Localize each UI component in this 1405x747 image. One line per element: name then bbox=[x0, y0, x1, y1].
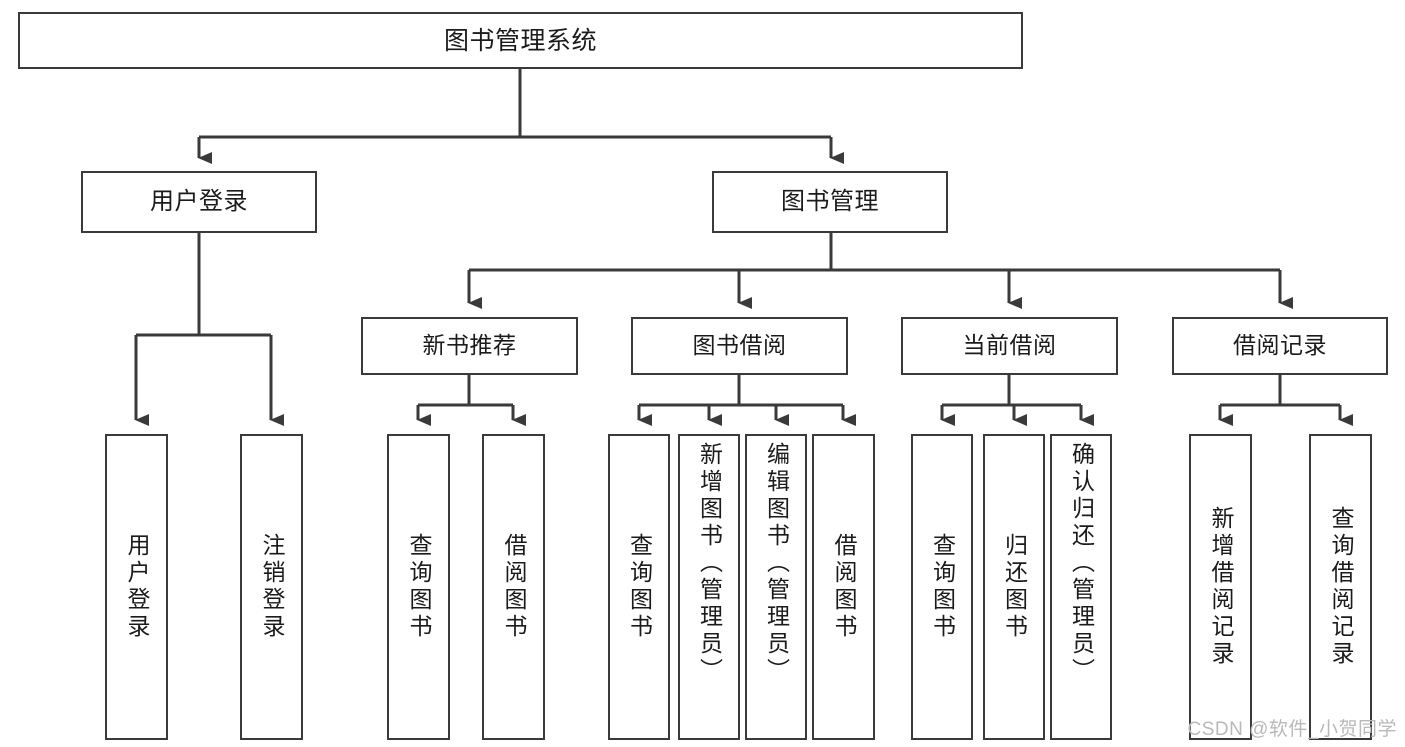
watermark-text: CSDN @软件_小贺同学 bbox=[1187, 719, 1397, 740]
leaf-query-record-inner: 查询借阅记录 bbox=[1311, 436, 1370, 738]
leaf-add-book[interactable]: 新增图书（管理员） bbox=[678, 434, 740, 740]
leaf-borrow-book-2-inner: 借阅图书 bbox=[814, 436, 873, 738]
node-current-borrow[interactable]: 当前借阅 bbox=[901, 317, 1118, 375]
leaf-user-login-inner: 用户登录 bbox=[107, 436, 166, 738]
node-borrow-record[interactable]: 借阅记录 bbox=[1172, 317, 1388, 375]
node-new-book-rec-label: 新书推荐 bbox=[422, 332, 517, 359]
leaf-edit-book-label: 编辑图书（管理员） bbox=[763, 442, 790, 685]
leaf-add-record-label: 新增借阅记录 bbox=[1208, 506, 1234, 668]
leaf-query-record[interactable]: 查询借阅记录 bbox=[1309, 434, 1372, 740]
node-user-login[interactable]: 用户登录 bbox=[81, 171, 317, 233]
leaf-borrow-book-1-inner: 借阅图书 bbox=[484, 436, 543, 738]
leaf-borrow-book-1-label: 借阅图书 bbox=[501, 533, 527, 641]
leaf-query-record-label: 查询借阅记录 bbox=[1328, 506, 1354, 668]
node-book-borrow-label: 图书借阅 bbox=[692, 332, 787, 359]
leaf-confirm-return-label: 确认归还（管理员） bbox=[1068, 442, 1095, 685]
leaf-user-logout-label: 注销登录 bbox=[259, 533, 285, 641]
leaf-user-login[interactable]: 用户登录 bbox=[105, 434, 168, 740]
leaf-add-record-inner: 新增借阅记录 bbox=[1191, 436, 1250, 738]
node-current-borrow-label: 当前借阅 bbox=[962, 332, 1057, 359]
node-root[interactable]: 图书管理系统 bbox=[18, 12, 1023, 69]
node-user-login-label: 用户登录 bbox=[150, 187, 248, 215]
leaf-query-book-1-label: 查询图书 bbox=[406, 533, 432, 641]
leaf-edit-book[interactable]: 编辑图书（管理员） bbox=[745, 434, 807, 740]
node-book-admin[interactable]: 图书管理 bbox=[712, 171, 948, 233]
node-root-label: 图书管理系统 bbox=[443, 26, 597, 55]
leaf-query-book-2-label: 查询图书 bbox=[626, 533, 653, 641]
node-borrow-record-label: 借阅记录 bbox=[1233, 332, 1327, 359]
leaf-add-book-inner: 新增图书（管理员） bbox=[680, 436, 738, 738]
leaf-edit-book-inner: 编辑图书（管理员） bbox=[747, 436, 805, 738]
leaf-query-book-3-label: 查询图书 bbox=[929, 533, 956, 641]
leaf-return-book-inner: 归还图书 bbox=[985, 436, 1043, 738]
node-book-admin-label: 图书管理 bbox=[781, 187, 879, 215]
leaf-confirm-return[interactable]: 确认归还（管理员） bbox=[1050, 434, 1112, 740]
leaf-query-book-3-inner: 查询图书 bbox=[913, 436, 971, 738]
leaf-return-book[interactable]: 归还图书 bbox=[983, 434, 1045, 740]
node-book-borrow[interactable]: 图书借阅 bbox=[631, 317, 848, 375]
leaf-query-book-2[interactable]: 查询图书 bbox=[608, 434, 670, 740]
leaf-confirm-return-inner: 确认归还（管理员） bbox=[1052, 436, 1110, 738]
node-new-book-rec[interactable]: 新书推荐 bbox=[361, 317, 578, 375]
leaf-borrow-book-1[interactable]: 借阅图书 bbox=[482, 434, 545, 740]
leaf-add-record[interactable]: 新增借阅记录 bbox=[1189, 434, 1252, 740]
leaf-query-book-3[interactable]: 查询图书 bbox=[911, 434, 973, 740]
leaf-add-book-label: 新增图书（管理员） bbox=[696, 442, 723, 685]
leaf-return-book-label: 归还图书 bbox=[1001, 533, 1028, 641]
leaf-user-logout[interactable]: 注销登录 bbox=[240, 434, 303, 740]
leaf-query-book-1-inner: 查询图书 bbox=[389, 436, 448, 738]
leaf-user-login-label: 用户登录 bbox=[124, 533, 150, 641]
leaf-query-book-1[interactable]: 查询图书 bbox=[387, 434, 450, 740]
leaf-borrow-book-2-label: 借阅图书 bbox=[831, 533, 857, 641]
leaf-user-logout-inner: 注销登录 bbox=[242, 436, 301, 738]
leaf-borrow-book-2[interactable]: 借阅图书 bbox=[812, 434, 875, 740]
leaf-query-book-2-inner: 查询图书 bbox=[610, 436, 668, 738]
